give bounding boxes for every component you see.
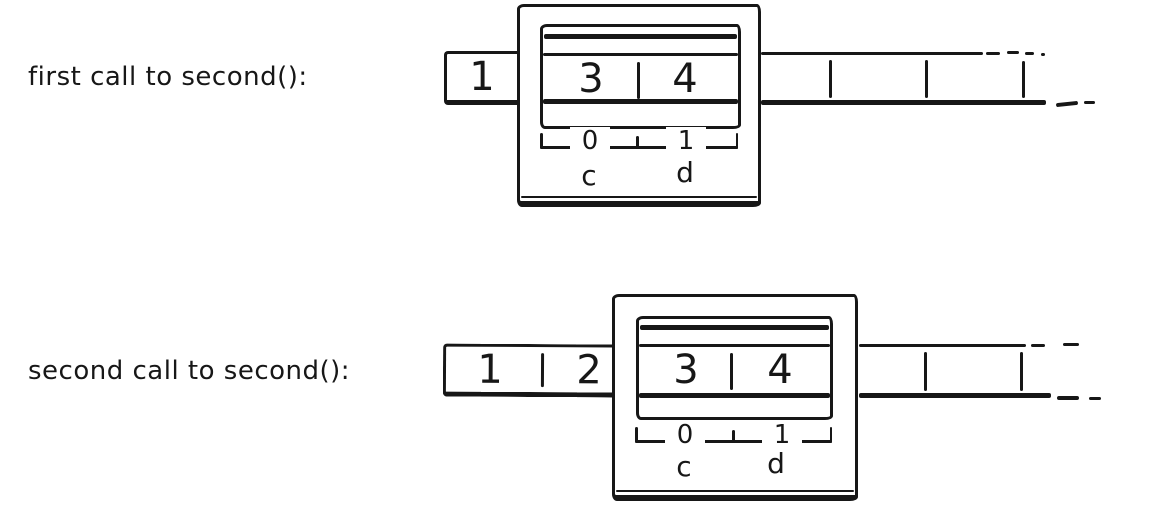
tape-dash (1063, 343, 1079, 346)
bracket-tick (540, 133, 543, 149)
window-cell-value: 3 (578, 55, 604, 102)
tape-top-edge (543, 53, 738, 56)
window-inner-top-edge (640, 325, 829, 330)
cell-divider (1022, 61, 1025, 98)
tape-dash (986, 52, 1000, 55)
tape-dash (1057, 396, 1079, 400)
bracket-tick (635, 427, 638, 443)
bracket-tick (636, 136, 639, 149)
bracket-tick (735, 133, 738, 149)
frame-depth-line (521, 195, 757, 198)
bracket-tick (829, 427, 832, 443)
window-cell-value: 4 (767, 347, 793, 393)
var-label-d: d (676, 156, 694, 189)
cell-divider (637, 62, 640, 99)
tape-dash (1025, 52, 1034, 55)
cell-divider (924, 352, 927, 391)
tape-cell-box: 1 2 (442, 343, 614, 398)
cell-divider (829, 60, 832, 98)
window-cell-value: 3 (673, 347, 699, 393)
tape-cell-value: 1 (477, 346, 503, 393)
tape-cell-value: 2 (576, 346, 602, 393)
index-label: 0 (665, 421, 705, 449)
tape-dash (1084, 101, 1095, 104)
index-label: 0 (570, 127, 610, 155)
tape-bottom-edge (639, 393, 830, 398)
tape-dash (1007, 51, 1019, 54)
var-label-c: c (581, 159, 597, 192)
cell-divider (540, 353, 545, 388)
tape-cell-value: 1 (469, 54, 495, 100)
tape-dash (1089, 397, 1101, 400)
index-label: 1 (666, 127, 706, 155)
tape-cell-box: 1 (444, 51, 517, 105)
first-call-label: first call to second(): (28, 62, 308, 92)
bracket-bar (540, 146, 738, 149)
tape-top-edge (761, 52, 983, 55)
bracket-tick (732, 430, 735, 443)
tape-dash (1031, 344, 1045, 347)
window-inner-top-edge (544, 34, 737, 39)
tape-top-edge (639, 344, 830, 347)
zoom-frame (517, 4, 761, 207)
tape-bottom-edge (859, 393, 1051, 398)
index-bracket: 0 1 (635, 421, 832, 450)
zoom-frame (612, 294, 858, 501)
tape-bottom-edge (761, 100, 1046, 105)
cell-divider (1020, 352, 1023, 391)
var-label-d: d (767, 447, 785, 480)
cell-divider (925, 60, 928, 98)
tape-dash (1041, 53, 1045, 56)
index-label: 1 (762, 421, 802, 449)
frame-depth-line (616, 489, 854, 492)
second-call-label: second call to second(): (28, 356, 351, 386)
zoom-window: 3 4 (540, 24, 741, 129)
tape-bottom-edge (543, 99, 738, 104)
cell-divider (730, 353, 733, 390)
var-label-c: c (676, 450, 692, 483)
tape-top-edge (859, 344, 1026, 347)
zoom-window: 3 4 (636, 316, 833, 420)
index-bracket: 0 1 (540, 127, 738, 156)
window-cell-value: 4 (672, 55, 698, 102)
